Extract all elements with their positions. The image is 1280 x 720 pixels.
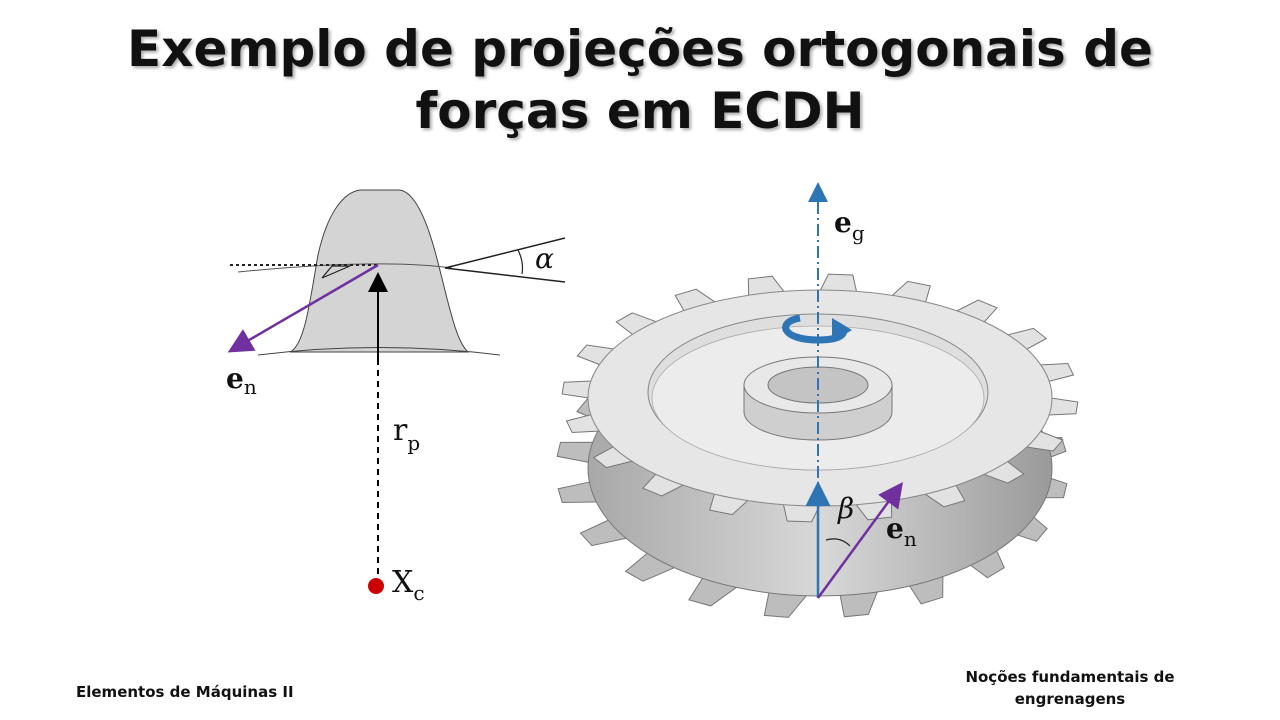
title-line-2: forças em ECDH: [415, 82, 865, 140]
pressure-angle-line-2: [444, 267, 566, 283]
center-point-xc: [368, 578, 384, 594]
alpha-arc: [517, 249, 524, 275]
en-label-right: en: [886, 512, 917, 551]
eg-label: eg: [834, 206, 865, 245]
footer-course: Elementos de Máquinas II: [76, 683, 294, 701]
footer-topic: Noções fundamentais de engrenagens: [930, 666, 1210, 710]
pitch-circle-arc: [237, 263, 453, 273]
alpha-label: α: [535, 242, 554, 275]
gear-top-teeth: [561, 273, 1079, 523]
tooth-diagram: α en rp Xc: [226, 189, 566, 605]
footer-topic-line-1: Noções fundamentais de: [965, 668, 1175, 686]
en-arrow-right: [816, 481, 903, 599]
en-label-left: en: [226, 362, 257, 399]
xc-label: Xc: [392, 565, 425, 605]
rotation-arrowhead: [832, 318, 852, 342]
slide-title: Exemplo de projeções ortogonais de força…: [0, 18, 1280, 142]
helical-gear: β eg en: [556, 182, 1079, 618]
beta-arc: [825, 538, 851, 547]
angle-marker: [321, 265, 351, 279]
en-arrow-left: [227, 263, 379, 353]
footer-topic-line-2: engrenagens: [1014, 690, 1126, 708]
beta-label: β: [837, 492, 854, 525]
title-line-1: Exemplo de projeções ortogonais de: [127, 20, 1153, 78]
pressure-angle-line-1: [444, 237, 566, 269]
rp-label: rp: [393, 413, 420, 455]
tooth-profile: [289, 189, 470, 353]
